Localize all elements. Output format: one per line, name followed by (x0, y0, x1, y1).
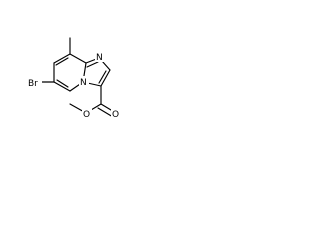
ring-nitrogen-label: N (96, 53, 103, 63)
ring-nitrogen-label-bg (95, 51, 105, 62)
bridge-nitrogen-label-bg (79, 76, 89, 87)
carbonyl-oxygen-label: O (112, 110, 119, 120)
molecule-drawing: Br N N O O (27, 37, 121, 120)
bromine-label-bg (27, 76, 42, 88)
c2-c3-double-bond (100, 69, 111, 87)
c2-c3-inner-double-bond (98, 70, 107, 84)
c8a-n1-inner-double-bond (86, 61, 99, 68)
c8-c7-inner-double-bond (55, 57, 69, 66)
bromine-label: Br (28, 79, 38, 89)
c6-c5-double-bond (53, 81, 71, 92)
n1-c2-bond (101, 60, 111, 71)
carbonyl-oxygen-label-bg (111, 108, 121, 119)
chemical-structure-diagram: Br N N O O (0, 0, 152, 152)
c6-c5-inner-double-bond (56, 79, 69, 88)
c8a-c8-bond (69, 53, 87, 64)
carbonyl-inner-double-bond (97, 107, 114, 118)
c8-c7-double-bond (53, 53, 71, 64)
ester-oxygen-label: O (83, 110, 90, 120)
ester-oxygen-label-bg (82, 108, 92, 119)
bridge-nitrogen-label: N (80, 78, 87, 88)
